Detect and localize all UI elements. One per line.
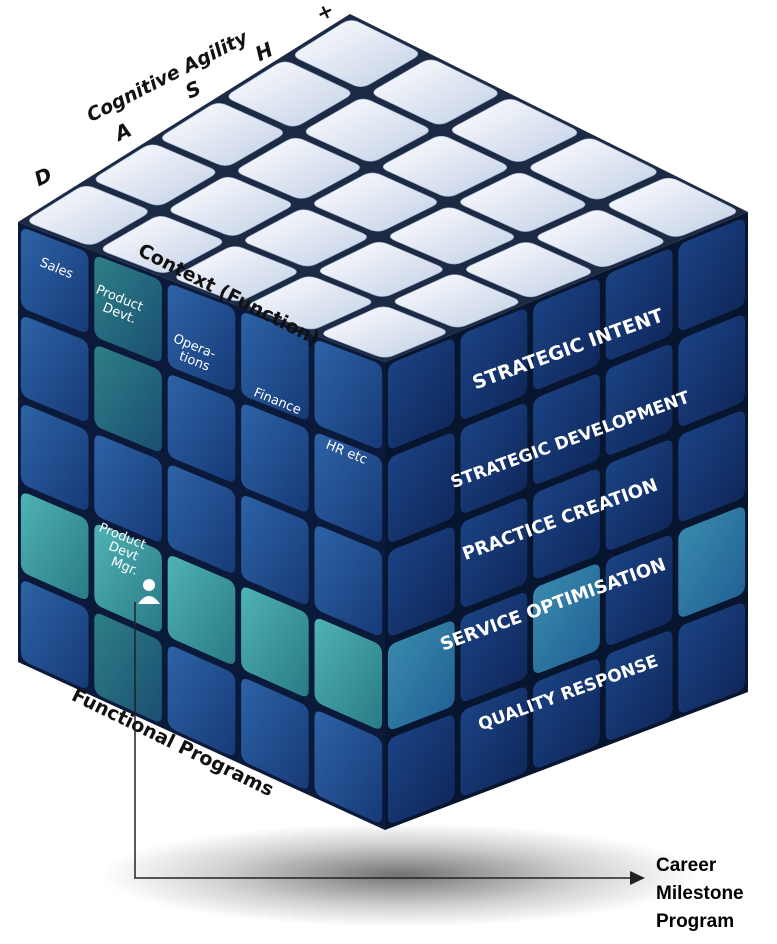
top-cubie bbox=[537, 210, 664, 268]
front-cubie bbox=[241, 496, 309, 604]
right-cubie bbox=[533, 469, 600, 579]
front-cubie bbox=[20, 581, 89, 689]
top-cubie bbox=[323, 306, 446, 358]
top-cubie bbox=[245, 209, 367, 267]
top-cubie bbox=[319, 241, 443, 297]
callout-connector-line bbox=[134, 602, 632, 879]
front-cubie bbox=[167, 465, 236, 573]
front-cubie bbox=[167, 556, 236, 664]
right-cubie bbox=[460, 593, 528, 702]
top-cubie bbox=[314, 172, 437, 232]
front-cubie bbox=[94, 257, 162, 362]
top-cubie bbox=[460, 172, 586, 232]
right-cubie bbox=[533, 374, 600, 484]
right-cubie bbox=[387, 433, 455, 542]
callout-line-2: Milestone bbox=[656, 883, 744, 904]
right-cubie bbox=[460, 309, 528, 419]
front-cubie bbox=[20, 317, 89, 421]
top-cubie bbox=[170, 176, 292, 236]
top-cubie bbox=[228, 61, 351, 127]
right-cubie bbox=[678, 315, 746, 426]
front-cubie bbox=[94, 524, 162, 632]
callout-arrow-icon bbox=[630, 871, 645, 885]
top-cubie bbox=[394, 274, 519, 328]
front-cubie bbox=[167, 285, 236, 391]
user-icon bbox=[138, 579, 160, 604]
right-cubie bbox=[678, 411, 746, 522]
top-cubie bbox=[373, 59, 498, 125]
right-cubie bbox=[387, 621, 455, 730]
callout-line-1: Career bbox=[656, 855, 717, 876]
front-cubie bbox=[314, 526, 383, 636]
top-cubie bbox=[95, 144, 216, 206]
front-cubie bbox=[167, 375, 236, 482]
top-cubie bbox=[162, 103, 283, 166]
top-cubie bbox=[305, 98, 429, 162]
axis-letter-4: H bbox=[251, 37, 277, 66]
front-cubie bbox=[314, 618, 383, 729]
right-cubie bbox=[533, 659, 600, 768]
top-cubie bbox=[238, 137, 360, 199]
top-face bbox=[18, 14, 748, 362]
front-cubie bbox=[241, 404, 309, 512]
axis-letter-3: S bbox=[181, 76, 204, 104]
right-cubie bbox=[533, 279, 600, 390]
front-cubie bbox=[20, 493, 89, 600]
top-cubie bbox=[451, 99, 578, 162]
front-cubie bbox=[94, 435, 162, 542]
top-cubie bbox=[176, 246, 297, 302]
right-cubie bbox=[605, 440, 673, 550]
right-face bbox=[385, 212, 748, 830]
right-cubie bbox=[678, 603, 746, 713]
right-cubie bbox=[387, 339, 455, 449]
top-cubie bbox=[530, 138, 657, 200]
front-cubie bbox=[94, 346, 162, 452]
top-cubie bbox=[465, 242, 592, 298]
callout-line-3: Program bbox=[656, 911, 735, 932]
right-cubie bbox=[605, 249, 673, 360]
top-cubie bbox=[249, 276, 372, 330]
right-cubie bbox=[678, 219, 746, 331]
front-cubie bbox=[314, 341, 383, 449]
axis-letter-1: D bbox=[30, 162, 55, 191]
cube-shadow bbox=[100, 823, 700, 927]
top-cubie bbox=[382, 135, 508, 197]
top-cubie bbox=[102, 216, 223, 273]
front-cubie bbox=[314, 711, 383, 823]
front-cubie bbox=[314, 433, 383, 542]
front-cubie bbox=[20, 229, 89, 332]
career-milestone-callout: Career Milestone Program bbox=[656, 852, 776, 936]
top-cubie bbox=[29, 185, 148, 245]
right-cubie bbox=[678, 507, 746, 617]
top-cubie bbox=[294, 20, 419, 87]
front-cubie bbox=[20, 405, 89, 510]
front-cubie bbox=[241, 678, 309, 789]
front-cubie bbox=[94, 613, 162, 722]
front-face bbox=[18, 222, 385, 830]
right-cubie bbox=[533, 564, 600, 673]
right-cubie bbox=[387, 527, 455, 636]
axis-letter-5: + bbox=[312, 0, 337, 26]
right-cubie bbox=[387, 715, 455, 823]
right-cubie bbox=[460, 403, 528, 513]
right-cubie bbox=[605, 535, 673, 645]
front-cubie bbox=[167, 646, 236, 756]
front-cubie bbox=[241, 313, 309, 420]
front-cubie bbox=[241, 587, 309, 697]
right-cubie bbox=[605, 344, 673, 455]
axis-letter-2: A bbox=[109, 118, 135, 147]
right-cubie bbox=[460, 498, 528, 607]
top-cubie bbox=[389, 207, 515, 265]
right-cubie bbox=[460, 687, 528, 796]
top-cubie bbox=[608, 177, 737, 237]
right-cubie bbox=[605, 631, 673, 740]
